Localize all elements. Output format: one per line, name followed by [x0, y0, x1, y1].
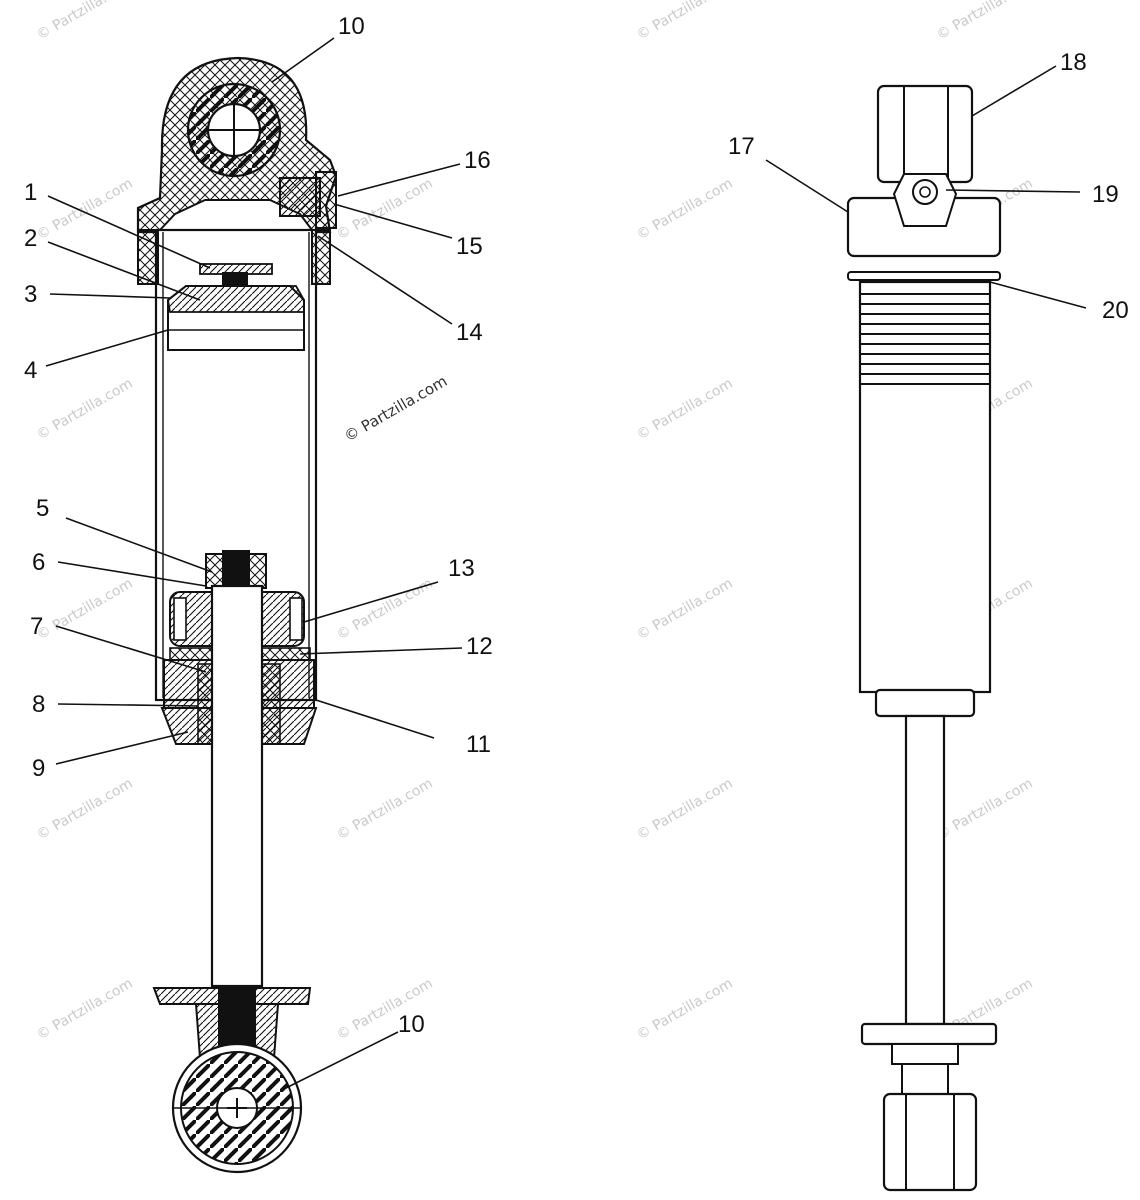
- callout-3: 3: [24, 281, 37, 308]
- callout-18: 18: [1060, 49, 1087, 76]
- watermark-text: © Partzilla.com: [634, 176, 736, 244]
- callout-19: 19: [1092, 181, 1119, 208]
- lower-eyelet-center-mark: [227, 1098, 247, 1118]
- partzilla-watermark: © Partzilla.com: [341, 372, 450, 445]
- body-cap-skirt-right: [311, 229, 331, 285]
- shaft: [904, 714, 946, 1026]
- snap-ring: [847, 271, 1001, 281]
- watermark-text: © Partzilla.com: [334, 576, 436, 644]
- watermark-text: © Partzilla.com: [34, 176, 136, 244]
- body-bottom-collar: [874, 688, 976, 718]
- watermark-text: © Partzilla.com: [634, 376, 736, 444]
- watermark-text: © Partzilla.com: [34, 576, 136, 644]
- watermark-text: © Partzilla.com: [934, 776, 1036, 844]
- callout-16: 16: [464, 147, 491, 174]
- shock-external-view: [846, 84, 1002, 1192]
- callout-8: 8: [32, 691, 45, 718]
- watermark-text: © Partzilla.com: [34, 0, 136, 43]
- callout-15: 15: [456, 233, 483, 260]
- callout-7: 7: [30, 613, 43, 640]
- threaded-section: [860, 293, 990, 385]
- callout-14: 14: [456, 319, 483, 346]
- callout-10-top: 10: [338, 13, 365, 40]
- watermark-text: © Partzilla.com: [334, 776, 436, 844]
- callout-9: 9: [32, 755, 45, 782]
- watermark-text: © Partzilla.com: [634, 976, 736, 1044]
- piston-wear-band: [173, 597, 187, 641]
- piston-rod: [210, 584, 264, 988]
- watermark-text: © Partzilla.com: [634, 776, 736, 844]
- callout-1: 1: [24, 179, 37, 206]
- watermark-text: © Partzilla.com: [34, 976, 136, 1044]
- watermark-text: © Partzilla.com: [934, 0, 1036, 43]
- watermark-text: © Partzilla.com: [34, 776, 136, 844]
- bumper-plate: [860, 1022, 998, 1046]
- callout-13: 13: [448, 555, 475, 582]
- watermark-text: © Partzilla.com: [634, 0, 736, 43]
- lower-rod-thread: [218, 988, 256, 1050]
- watermark-text: © Partzilla.com: [34, 376, 136, 444]
- shock-cross-section: [136, 56, 338, 1174]
- callout-4: 4: [24, 357, 37, 384]
- lower-neck: [901, 1063, 949, 1095]
- piston-wear-band-right: [289, 597, 303, 641]
- upper-mount-clevis: [876, 84, 974, 184]
- callout-2: 2: [24, 225, 37, 252]
- lower-collar: [891, 1043, 959, 1065]
- callout-17: 17: [728, 133, 755, 160]
- callout-12: 12: [466, 633, 493, 660]
- callout-labels: 10 1 2 3 4 5 6 7 8 9 11 12 13 14 15 16 1…: [24, 13, 1129, 1038]
- leader-lines: [45, 37, 1087, 1091]
- callout-10-bottom: 10: [398, 1011, 425, 1038]
- floating-piston-seal: [167, 285, 305, 313]
- watermark-text: © Partzilla.com: [334, 176, 436, 244]
- reservoir-valve-cap: [315, 171, 337, 229]
- reservoir-valve-body: [279, 177, 321, 217]
- callout-6: 6: [32, 549, 45, 576]
- upper-eyelet-center-mark: [208, 104, 260, 156]
- callout-5: 5: [36, 495, 49, 522]
- air-valve-core: [919, 186, 931, 198]
- watermark-text: © Partzilla.com: [634, 576, 736, 644]
- lower-mount-clevis: [882, 1092, 978, 1192]
- piston-rod-thread: [222, 550, 250, 588]
- reservoir-body: [858, 280, 992, 694]
- callout-11: 11: [466, 731, 491, 758]
- callout-20: 20: [1102, 297, 1129, 324]
